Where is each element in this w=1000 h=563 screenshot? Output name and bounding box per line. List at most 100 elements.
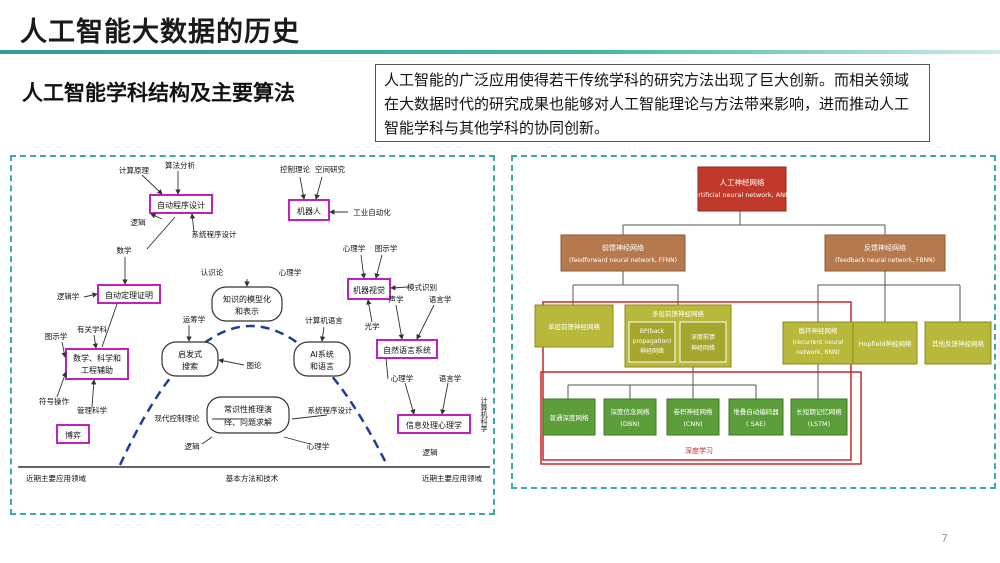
- core-commonsense-2: 绎、问题求解: [224, 417, 272, 427]
- lbl-linguistics-top: 语言学: [429, 294, 452, 304]
- app-theorem: 自动定理证明: [105, 290, 153, 300]
- app-box-vision: [347, 278, 391, 300]
- node-multi-layer-label: 多层前馈神经网络: [652, 309, 705, 318]
- app-auto-programming: 自动程序设计: [157, 200, 205, 210]
- core-heuristic-1: 启发式: [178, 349, 202, 359]
- core-knowledge-1: 知识的模型化: [223, 294, 271, 304]
- node-lstm: [790, 398, 848, 436]
- node-other-fb-label: 其他反馈神经网络: [932, 339, 985, 348]
- lbl-math-top: 数学: [117, 245, 132, 255]
- lbl-industrial: 工业自动化: [353, 207, 391, 217]
- node-deep-ffnn-label-2: 神经网络: [691, 344, 715, 352]
- app-info-psych: 信息处理心理学: [406, 420, 462, 430]
- lbl-logic-far-right: 逻辑: [423, 447, 438, 457]
- node-lstm-label-2: (LSTM): [808, 420, 830, 428]
- node-rnn-label-3: network, RNN): [796, 349, 840, 356]
- lbl-computation: 计算原理: [119, 165, 149, 175]
- app-math-2: 工程辅助: [81, 365, 113, 375]
- node-bp-label-2: propagation): [633, 338, 672, 345]
- node-fbnn-label-1: 反馈神经网络: [864, 243, 906, 252]
- node-rnn-label-2: (recurrent neural: [792, 339, 843, 346]
- lbl-modern-control: 现代控制理论: [155, 413, 200, 423]
- lbl-acoustics: 声学: [389, 294, 404, 304]
- node-fbnn: [824, 234, 946, 272]
- lbl-psych-top: 心理学: [279, 267, 302, 277]
- node-cnn-label-1: 卷积神经网络: [674, 407, 714, 416]
- node-other-fb: [924, 321, 992, 365]
- app-vision: 机器视觉: [353, 285, 385, 295]
- lbl-optics: 光学: [365, 321, 380, 331]
- node-ann-label-2: (artificial neural network, ANN): [692, 191, 793, 199]
- lbl-logic-left: 逻辑学: [57, 291, 80, 301]
- lbl-computer-language: 计算机语言: [305, 315, 343, 325]
- app-box-theorem: [97, 284, 161, 304]
- node-fbnn-label-2: (feedback neural network, FBNN): [835, 257, 935, 264]
- node-sae-label-2: ( SAE): [746, 420, 766, 428]
- node-single-layer: [534, 304, 614, 348]
- core-commonsense-1: 常识性推理演: [224, 404, 272, 414]
- app-box-nlp: [376, 339, 438, 359]
- lbl-linguistics-low: 语言学: [439, 373, 462, 383]
- lbl-logic-top: 逻辑: [131, 217, 146, 227]
- app-box-info-psych: [397, 414, 471, 434]
- title-underline: [0, 50, 1000, 54]
- page-number: 7: [941, 532, 948, 545]
- core-ai-system-2: 和语言: [310, 361, 334, 371]
- lbl-psych-right: 心理学: [343, 243, 366, 253]
- node-deep-ffnn: [679, 321, 727, 363]
- lbl-management: 管理科学: [77, 405, 107, 415]
- node-sae-label-1: 堆叠自动编码器: [733, 407, 779, 416]
- app-box-game: [56, 424, 90, 444]
- node-single-layer-label: 单层前馈神经网络: [548, 322, 601, 331]
- node-bp: [628, 321, 676, 363]
- core-box-ai-system: [293, 341, 351, 377]
- core-ai-system-1: AI系统: [310, 349, 334, 359]
- section-subtitle: 人工智能学科结构及主要算法: [22, 81, 295, 105]
- ai-structure-diagram: 自动程序设计 机器人 自动定理证明 机器视觉 数学、科学和 工程辅助 自然语言系…: [18, 160, 490, 483]
- lbl-psych-bottom: 心理学: [307, 441, 330, 451]
- node-ffnn: [560, 234, 686, 272]
- page-title: 人工智能大数据的历史: [20, 17, 300, 48]
- core-box-heuristic: [161, 341, 219, 377]
- core-box-commonsense: [206, 396, 290, 434]
- lbl-algorithm: 算法分析: [165, 160, 195, 170]
- app-box-auto-programming: [149, 194, 213, 214]
- core-box-knowledge: [211, 286, 283, 322]
- node-dbn-label-2: (DBN): [620, 420, 639, 428]
- node-bp-label-1: BP(back: [640, 328, 665, 335]
- lbl-control: 控制理论: [280, 164, 310, 174]
- node-ffnn-label-1: 前馈神经网络: [602, 243, 644, 252]
- node-dbn: [603, 398, 657, 436]
- node-cnn-label-2: (CNN): [683, 420, 702, 428]
- lbl-system-programming-2: 系统程序设计: [308, 405, 353, 415]
- lbl-symbol: 符号操作: [39, 396, 69, 406]
- node-ann-label-1: 人工神经网络: [720, 177, 765, 187]
- app-box-math-science: [65, 348, 129, 380]
- lbl-logic-bottom: 逻辑: [185, 441, 200, 451]
- lbl-system-programming: 系统程序设计: [192, 229, 237, 239]
- lbl-related: 有关学科: [77, 324, 107, 334]
- axis-right: 近期主要应用领域: [422, 473, 482, 483]
- ann-taxonomy-panel: 人工神经网络 (artificial neural network, ANN) …: [511, 155, 996, 489]
- description-box: 人工智能的广泛应用使得若干传统学科的研究方法出现了巨大创新。而相关领域在大数据时…: [375, 64, 930, 142]
- deep-learning-region: [542, 301, 852, 461]
- node-bp-label-3: 神经网络: [640, 347, 664, 355]
- app-game: 博弈: [65, 430, 81, 440]
- lbl-space: 空间研究: [315, 164, 345, 174]
- lbl-ai-side: 计算机科学: [480, 396, 488, 432]
- lbl-graphics-left: 图示学: [45, 331, 68, 341]
- app-box-robot: [288, 199, 330, 221]
- node-ordinary-deep: [542, 398, 596, 436]
- node-ffnn-label-2: (feedforward neural network, FFNN): [569, 257, 677, 264]
- axis-left: 近期主要应用领域: [26, 473, 86, 483]
- lbl-psych-low: 心理学: [391, 373, 414, 383]
- node-hopfield: [852, 321, 918, 365]
- core-heuristic-2: 搜索: [182, 361, 198, 371]
- lbl-pattern: 模式识别: [407, 282, 437, 292]
- node-deep-ffnn-label-1: 深度前馈: [691, 333, 715, 341]
- node-ann: [697, 166, 787, 212]
- core-knowledge-2: 和表示: [235, 306, 259, 316]
- deep-learning-subregion: [540, 371, 862, 465]
- deep-learning-label: 深度学习: [685, 446, 713, 455]
- node-lstm-label-1: 长短期记忆网络: [796, 407, 842, 416]
